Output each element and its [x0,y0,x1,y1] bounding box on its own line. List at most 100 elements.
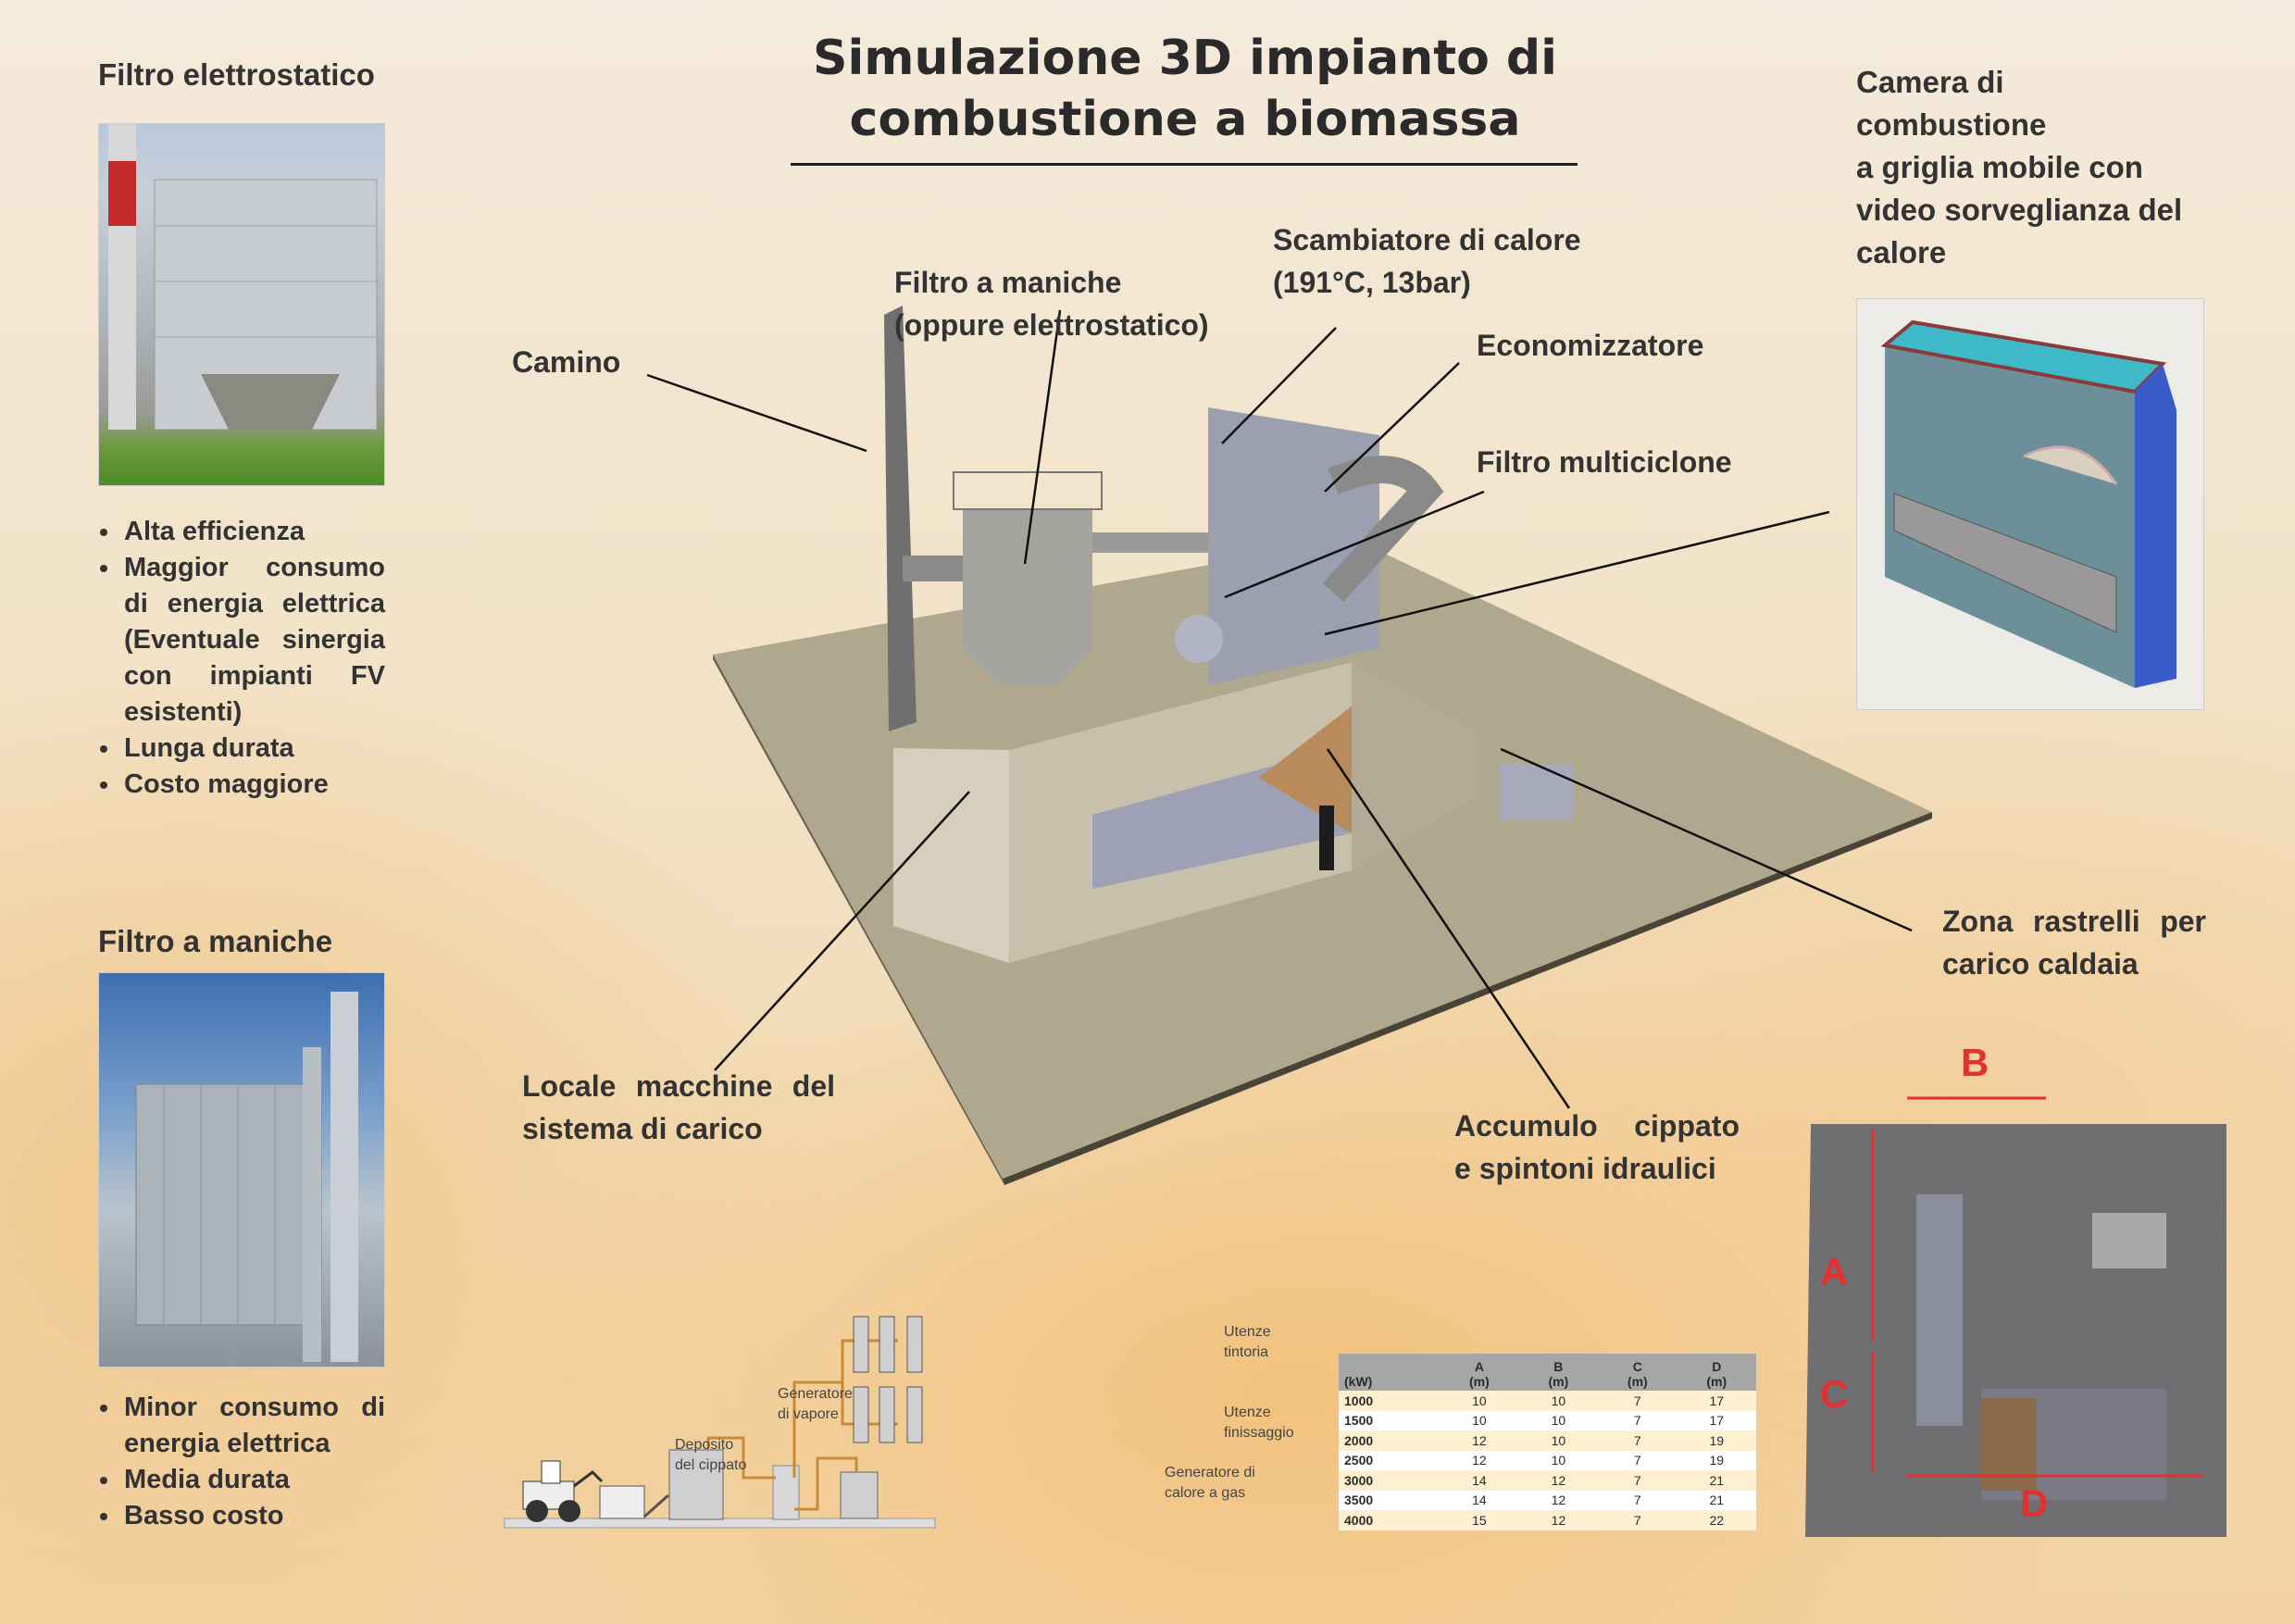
table-cell: 10 [1518,1391,1599,1411]
table-cell: 19 [1677,1450,1756,1470]
label-line: calore [1856,235,1947,269]
bullet: Costo maggiore [98,767,385,803]
table-cell: 15 [1440,1510,1519,1530]
heat-exchanger [1208,407,1379,685]
chip-deposit [599,1485,645,1519]
label-chimney: Camino [512,345,621,379]
header-d: D(m) [1677,1354,1756,1391]
table-cell: 14 [1440,1490,1519,1510]
bullet: Minor consumo di energia elettrica [98,1390,385,1462]
table-cell: 12 [1518,1470,1599,1491]
table-cell: 4000 [1339,1510,1441,1530]
table-cell: 1500 [1339,1410,1441,1430]
header-kw: (kW) [1339,1354,1441,1391]
bag-filter [963,509,1092,685]
label-line: carico caldaia [1942,947,2139,981]
table-cell: 10 [1518,1430,1599,1451]
table-cell: 17 [1677,1410,1756,1430]
table-cell: 3500 [1339,1490,1441,1510]
table-cell: 7 [1598,1410,1678,1430]
table-cell: 12 [1440,1430,1519,1451]
combustion-chamber-image [1856,298,2204,710]
bullet: Alta efficienza [98,514,385,550]
electrostatic-filter-bullets: Alta efficienza Maggior consumo di energ… [98,514,385,803]
dimension-b: B [1961,1041,1989,1084]
label-line: a griglia mobile con [1856,150,2143,184]
label-line: Locale macchine del [522,1069,835,1103]
bullet: Lunga durata [98,731,385,767]
callout-arrows [646,309,1913,1109]
dimension-d: D [2020,1481,2049,1525]
label-multicyclone: Filtro multiciclone [1477,445,1732,479]
label-economizer: Economizzatore [1477,329,1704,362]
table-cell: 21 [1677,1490,1756,1510]
bag-filter-heading: Filtro a maniche [98,924,333,958]
title-underline [791,163,1578,166]
table-cell: 7 [1598,1470,1678,1491]
header-c: C(m) [1598,1354,1678,1391]
wheel-loader-icon [522,1460,604,1522]
table-cell: 7 [1598,1450,1678,1470]
multicyclone-duct [1322,456,1444,603]
loading-room [893,748,1009,963]
label-line: Camera di [1856,65,2004,99]
label-line: Accumulo cippato [1454,1109,1740,1143]
label-line: (oppure elettrostatico) [894,308,1209,342]
table-cell: 10 [1440,1391,1519,1411]
textile-machines [853,1316,923,1443]
title-line-1: Simulazione 3D impianto di [813,31,1557,86]
table-cell: 12 [1518,1510,1599,1530]
table-cell: 10 [1518,1410,1599,1430]
table-cell: 7 [1598,1430,1678,1451]
page-title: Simulazione 3D impianto di combustione a … [722,28,1648,150]
table-cell: 12 [1518,1490,1599,1510]
label-heat-exchanger: Scambiatore di calore (191°C, 13bar) [1273,219,1581,304]
table-cell: 10 [1518,1450,1599,1470]
steam-generator [668,1449,724,1520]
combustion-chamber-label: Camera di combustione a griglia mobile c… [1856,61,2182,274]
table-cell: 2500 [1339,1450,1441,1470]
label-bag-filter: Filtro a maniche(oppure elettrostatico) [894,261,1209,346]
bullet: Media durata [98,1462,385,1498]
label-line: Scambiatore di calore [1273,223,1581,256]
label-line: Zona rastrelli per [1942,905,2206,938]
header-a: A(m) [1440,1354,1519,1391]
header-b: B(m) [1518,1354,1599,1391]
table-cell: 2000 [1339,1430,1441,1451]
table-cell: 22 [1677,1510,1756,1530]
table-cell: 3000 [1339,1470,1441,1491]
label-line: combustione [1856,107,2047,142]
label-line: (191°C, 13bar) [1273,266,1471,299]
bag-filter-bullets: Minor consumo di energia elettrica Media… [98,1390,385,1534]
table-cell: 10 [1440,1410,1519,1430]
table-header: (kW) A(m) B(m) C(m) D(m) [1339,1354,1756,1391]
label-rake-zone: Zona rastrelli per carico caldaia [1942,900,2206,985]
label-line: video sorveglianza del [1856,193,2183,227]
process-diagram [504,1316,936,1529]
gas-generator [840,1471,879,1519]
electrostatic-filter-heading: Filtro elettrostatico [98,57,375,92]
bullet: Maggior consumo di energia elettrica (Ev… [98,550,385,731]
label-chip-storage: Accumulo cippato e spintoni idraulici [1454,1105,1740,1190]
plan-view [1805,1096,2226,1537]
dimension-c: C [1820,1372,1849,1416]
table-cell: 12 [1440,1450,1519,1470]
chimney [884,306,917,731]
bag-filter-photo [98,972,385,1368]
table-cell: 17 [1677,1391,1756,1411]
title-line-2: combustione a biomassa [849,92,1521,147]
table-cell: 1000 [1339,1391,1441,1411]
label-line: e spintoni idraulici [1454,1152,1716,1185]
